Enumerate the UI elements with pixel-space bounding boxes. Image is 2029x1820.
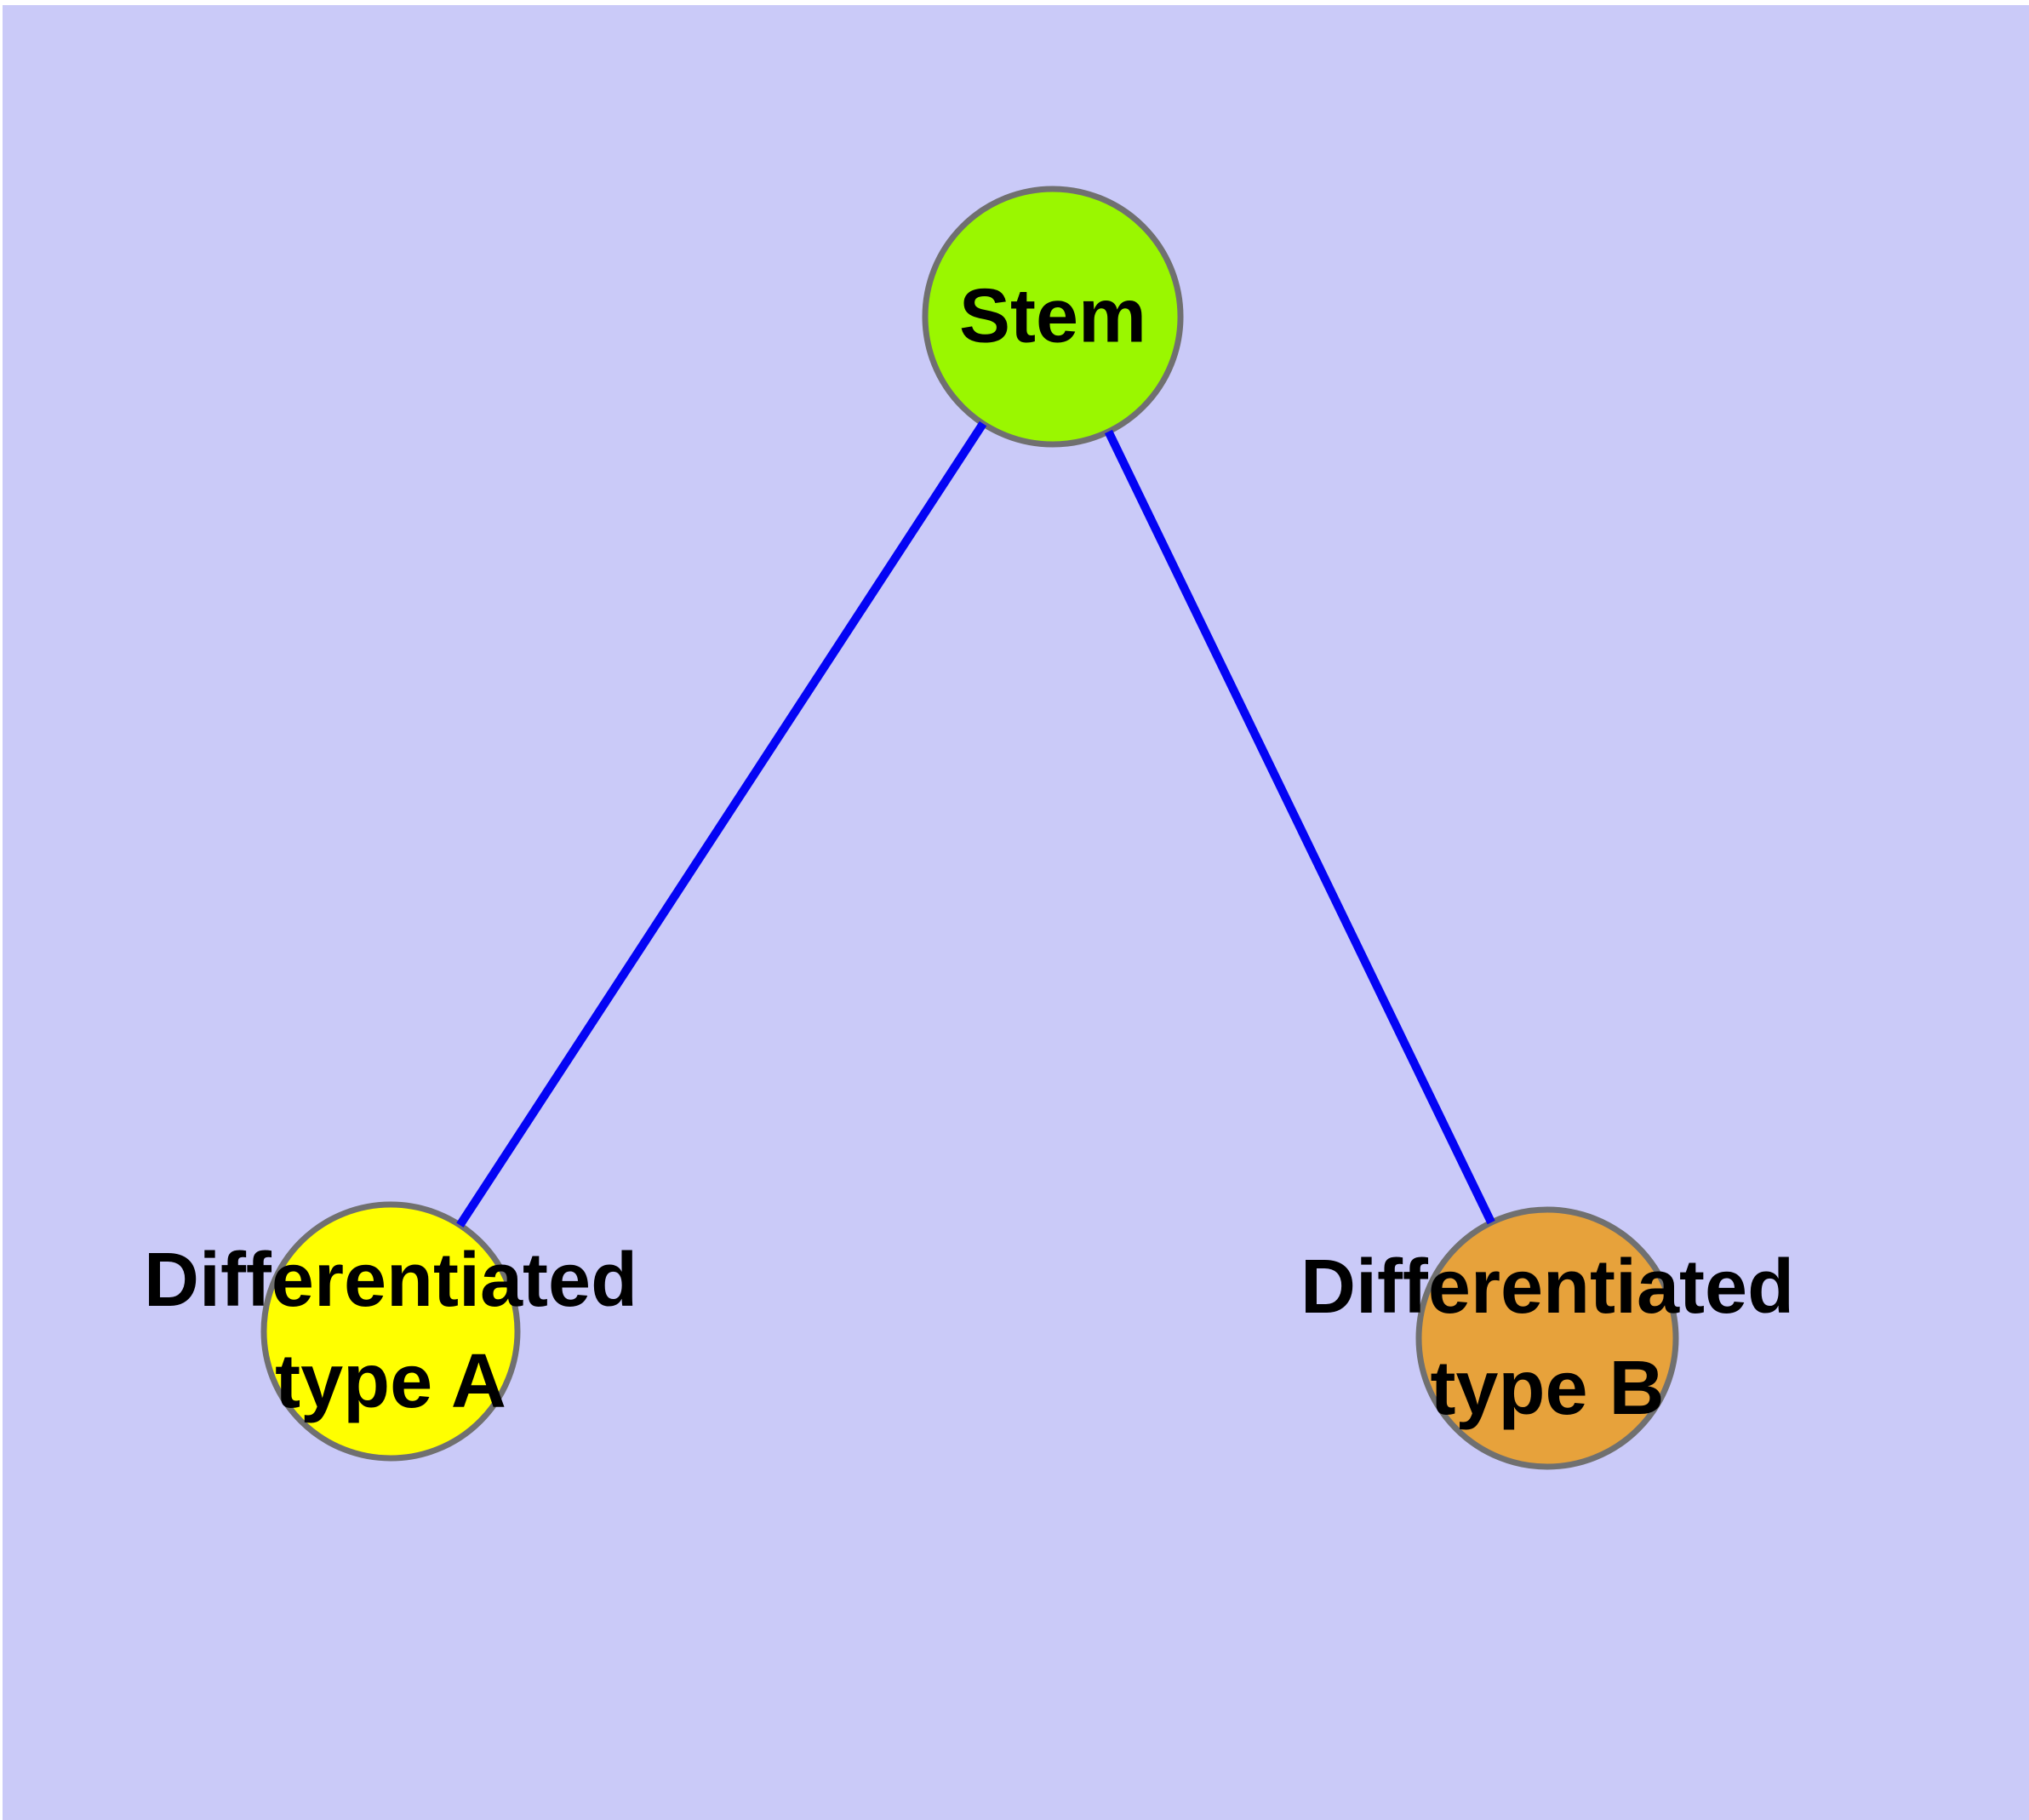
node-circle-stem (922, 186, 1184, 448)
node-circle-differentiated-type-a (260, 1201, 521, 1462)
edges-layer (456, 421, 1495, 1228)
edge-stem-to-differentiated-type-a (456, 421, 987, 1228)
node-circle-differentiated-type-b (1415, 1206, 1679, 1470)
edge-stem-to-differentiated-type-b (1104, 429, 1495, 1225)
nodes-layer (260, 186, 1679, 1470)
